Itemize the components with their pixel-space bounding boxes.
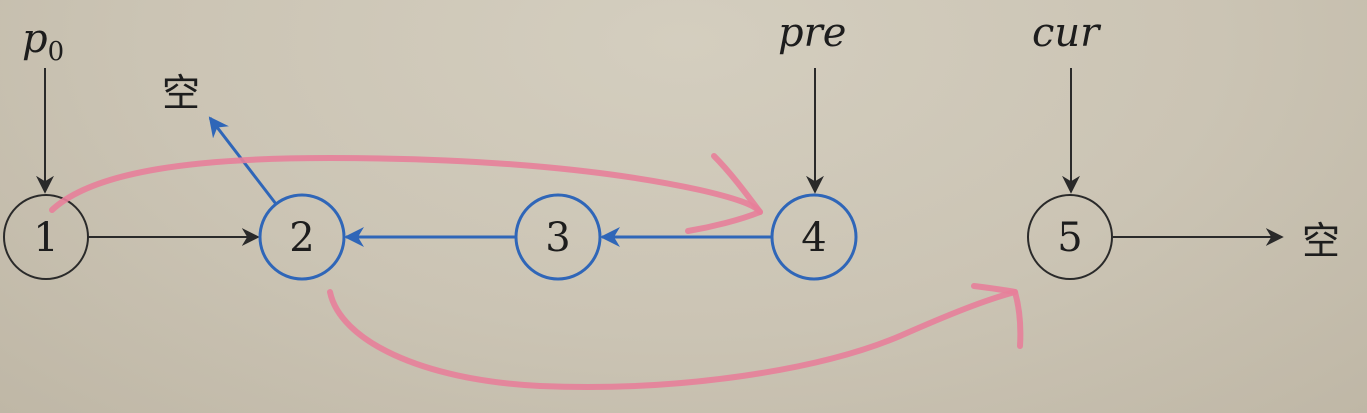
node-1-label: 1 [33,215,58,261]
node-3-circle [514,193,602,281]
pink-curve-1-to-4 [49,155,763,215]
node-5-label: 5 [1057,215,1082,261]
node-4-circle [770,193,858,281]
pointer-label-p0: p0 [22,16,64,67]
node-3: 3 [514,193,602,281]
node-4: 4 [770,193,858,281]
null-label-right: 空 [1302,219,1340,263]
node-2-label: 2 [289,215,314,261]
node-4-label: 4 [801,215,826,261]
pink-arrowhead-at-4 [685,153,763,234]
pointer-label-pre: pre [778,10,846,56]
node-2-circle [258,193,346,281]
node-5-circle [1027,194,1113,280]
null-label-top: 空 [162,71,200,115]
pink-curve-2-to-5 [327,289,1018,390]
node-1-circle [3,194,89,280]
node-5: 5 [1027,194,1113,280]
pointer-label-cur: cur [1032,10,1102,56]
node-1: 1 [3,194,89,280]
node-2: 2 [258,193,346,281]
node-3-label: 3 [545,215,570,261]
pink-arrowhead-at-5 [971,283,1024,349]
